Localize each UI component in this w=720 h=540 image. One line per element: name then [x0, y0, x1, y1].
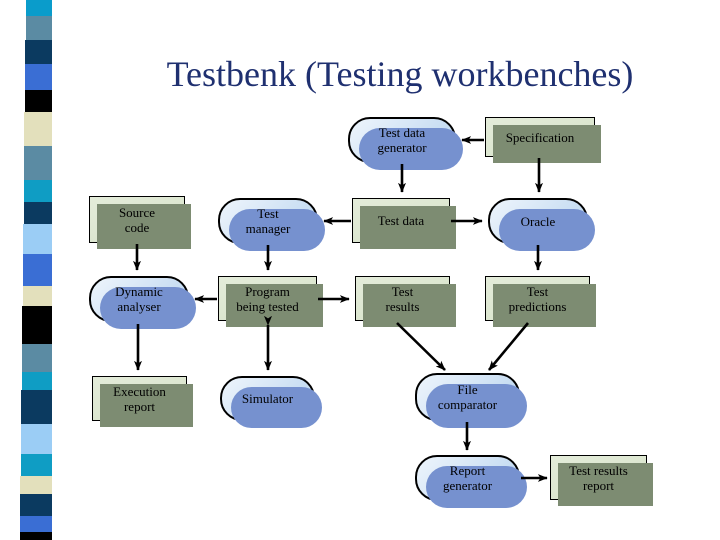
stripe-segment — [26, 0, 52, 16]
stripe-segment — [24, 146, 52, 180]
node-oracle: Oracle — [488, 198, 595, 251]
edge-test-results-to-file-comparator — [396, 322, 446, 371]
page-title: Testbenk (Testing workbenches) — [166, 54, 634, 94]
decorative-color-stripe — [0, 0, 80, 540]
node-label: Specification — [505, 129, 575, 145]
stripe-segment — [21, 390, 52, 424]
stripe-segment — [22, 344, 52, 372]
node-simulator: Simulator — [220, 376, 322, 428]
stripe-segment — [22, 306, 52, 344]
stripe-segment — [20, 532, 52, 540]
stripe-segment — [23, 224, 52, 254]
stripe-segment — [22, 372, 52, 390]
stripe-segment — [20, 476, 52, 494]
stripe-segment — [20, 516, 52, 532]
stripe-segment — [25, 40, 52, 64]
stripe-segment — [24, 112, 52, 146]
stripe-segment — [21, 454, 52, 476]
stripe-segment — [25, 64, 52, 90]
stripe-segment — [25, 90, 52, 112]
stripe-segment — [24, 202, 52, 224]
stripe-segment — [24, 180, 52, 202]
node-test-data: Test data — [352, 198, 456, 249]
stripe-segment — [26, 16, 52, 40]
node-label: Oracle — [520, 213, 556, 229]
node-specification: Specification — [485, 117, 601, 163]
node-label: Simulator — [241, 391, 294, 406]
stripe-segment — [23, 286, 52, 306]
stripe-segment — [21, 424, 52, 454]
edge-test-predictions-to-file-comparator — [487, 322, 530, 371]
stripe-segment — [20, 494, 52, 516]
node-label: Test data — [377, 213, 425, 228]
stripe-segment — [23, 254, 52, 286]
